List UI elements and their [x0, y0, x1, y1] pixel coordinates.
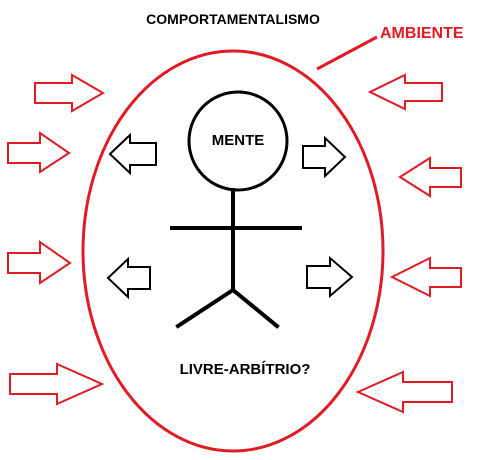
environment-label: AMBIENTE — [380, 25, 464, 42]
diagram-title: COMPORTAMENTALISMO — [146, 11, 320, 27]
environment-connector — [316, 35, 378, 71]
red-arrow-icon — [7, 131, 71, 174]
black-arrow-icon — [106, 256, 151, 300]
red-arrow-icon — [398, 156, 462, 198]
free-will-question: LIVRE-ARBÍTRIO? — [180, 361, 311, 378]
black-arrow-icon — [108, 132, 157, 176]
figure-right-leg — [230, 287, 280, 329]
red-arrow-icon — [34, 73, 105, 113]
black-arrow-icon — [302, 135, 347, 179]
mind-label: MENTE — [212, 132, 265, 149]
environment-ellipse — [81, 49, 385, 453]
figure-left-leg — [175, 287, 236, 329]
red-arrow-icon — [389, 256, 462, 298]
red-arrow-icon — [7, 240, 72, 285]
black-arrow-icon — [306, 255, 354, 299]
red-arrow-icon — [9, 362, 105, 406]
red-arrow-icon — [367, 73, 443, 111]
mind-head — [187, 90, 289, 192]
stick-figure — [170, 90, 302, 329]
red-arrow-icon — [355, 370, 453, 414]
